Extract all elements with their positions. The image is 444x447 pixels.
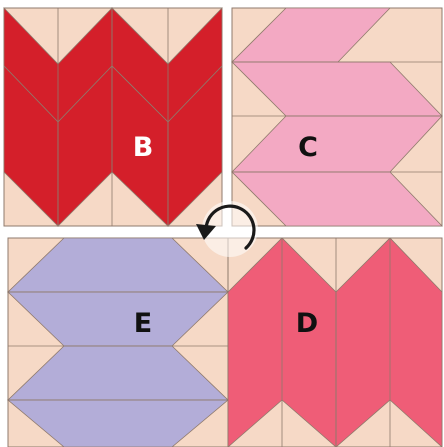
block-c-label: C bbox=[298, 132, 318, 163]
quilt-block-d: D bbox=[228, 238, 442, 447]
block-e-label: E bbox=[134, 308, 152, 339]
quilt-block-e: E bbox=[8, 238, 228, 447]
quilt-block-c: C bbox=[232, 8, 442, 226]
quilt-block-b: B bbox=[4, 8, 222, 226]
block-b-label: B bbox=[133, 132, 154, 163]
block-d-label: D bbox=[296, 308, 318, 339]
